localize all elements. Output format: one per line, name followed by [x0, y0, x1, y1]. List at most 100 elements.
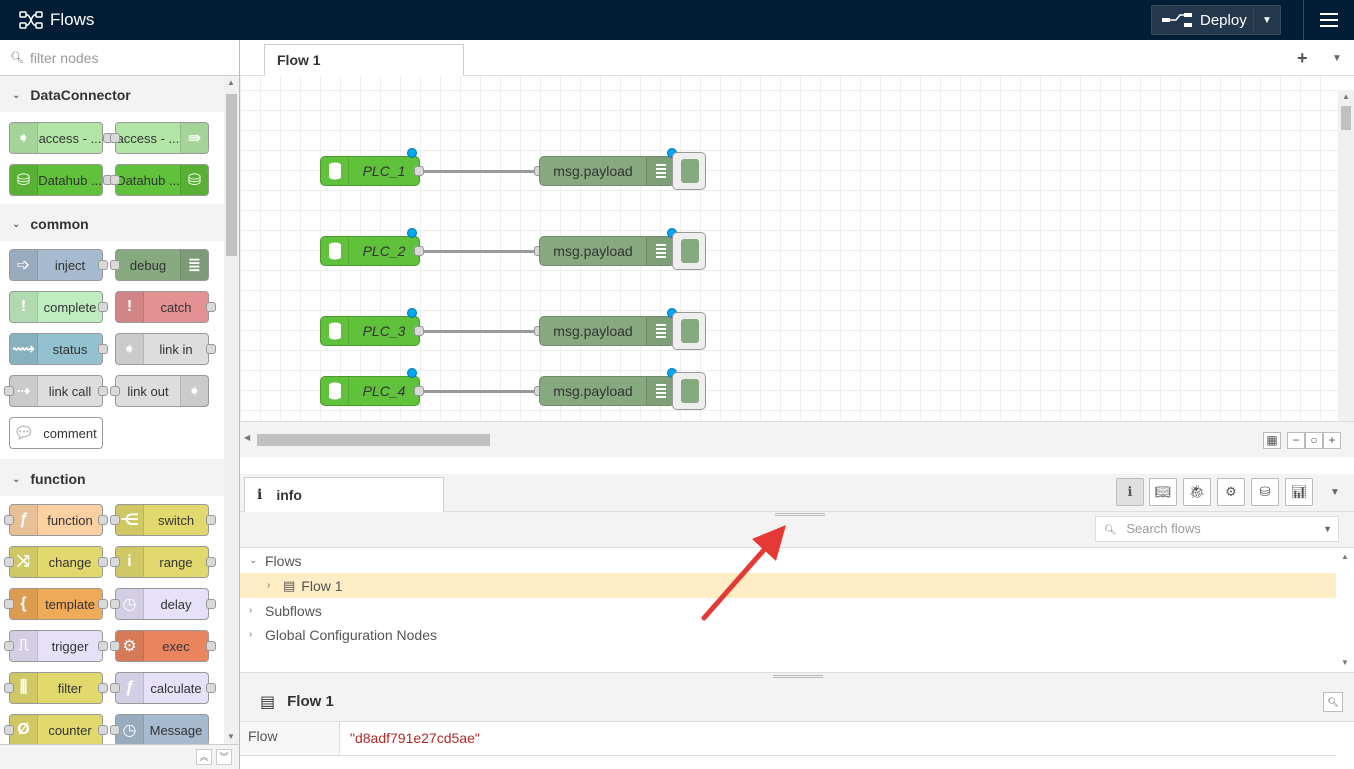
scroll-up-icon[interactable]: ▲ [227, 78, 235, 87]
palette-filter-input[interactable]: 🔍︎ filter nodes [0, 40, 239, 76]
palette-node-message[interactable]: ◷ Message [115, 714, 209, 746]
wire[interactable] [420, 250, 540, 253]
flow-node-debug-3[interactable]: msg.payload [539, 316, 675, 346]
canvas-hscroll-thumb[interactable] [257, 434, 490, 446]
flow-node-plc-4[interactable]: PLC_4 [320, 376, 420, 406]
deploy-button[interactable]: Deploy ▼ [1151, 5, 1281, 35]
output-port[interactable] [414, 166, 424, 176]
tree-item-flow-1[interactable]: › ▤ Flow 1 [240, 573, 1336, 598]
debug-toggle-button[interactable] [672, 152, 706, 190]
scroll-down-icon[interactable]: ▼ [227, 732, 235, 741]
scroll-up-icon[interactable]: ▲ [1342, 92, 1350, 101]
range-icon: i [116, 547, 144, 577]
palette-node-link-call[interactable]: ⇢ link call [9, 375, 103, 407]
chevron-down-icon: ⌄ [12, 89, 21, 101]
flow-node-plc-2[interactable]: PLC_2 [320, 236, 420, 266]
deploy-caret-icon[interactable]: ▼ [1262, 14, 1272, 26]
properties-row: Flow "d8adf791e27cd5ae" [240, 722, 1336, 756]
tabs-menu-caret-icon[interactable]: ▼ [1332, 53, 1342, 64]
palette-node-status[interactable]: ⟿ status [9, 333, 103, 365]
function-icon: ƒ [10, 505, 38, 535]
palette-node-complete[interactable]: ! complete [9, 291, 103, 323]
palette-node-access-out[interactable]: access - ... ⇛ [115, 122, 209, 154]
tree-scrollbar[interactable]: ▲ ▼ [1336, 548, 1354, 672]
flow-node-debug-1[interactable]: msg.payload [539, 156, 675, 186]
gear-icon[interactable]: ⚙ [1217, 478, 1245, 506]
exclamation-icon: ! [10, 292, 38, 322]
palette-node-filter[interactable]: ⫼ filter [9, 672, 103, 704]
map-icon[interactable]: ▦ [1263, 432, 1281, 449]
flow-node-plc-3[interactable]: PLC_3 [320, 316, 420, 346]
palette-node-change[interactable]: ⤨ change [9, 546, 103, 578]
bar-chart-icon[interactable]: 📊︎ [1285, 478, 1313, 506]
scroll-left-icon[interactable]: ◀ [244, 433, 251, 442]
chevron-down-icon: ⌄ [249, 555, 258, 566]
wire[interactable] [420, 390, 540, 393]
palette-category-function[interactable]: ⌄ function [0, 462, 224, 496]
palette-node-template[interactable]: { template [9, 588, 103, 620]
palette-node-function[interactable]: ƒ function [9, 504, 103, 536]
flow-node-debug-2[interactable]: msg.payload [539, 236, 675, 266]
wire[interactable] [420, 330, 540, 333]
bug-icon[interactable]: 🐞︎ [1183, 478, 1211, 506]
chevron-down-icon[interactable]: ▼ [1323, 524, 1332, 534]
palette-node-catch[interactable]: ! catch [115, 291, 209, 323]
annotation-arrow-icon [701, 525, 786, 621]
palette-node-trigger[interactable]: ⎍ trigger [9, 630, 103, 662]
expand-all-icon[interactable]: ︾ [216, 749, 232, 765]
output-port[interactable] [414, 386, 424, 396]
zoom-in-icon[interactable]: + [1323, 432, 1341, 449]
palette-node-switch[interactable]: ⋲ switch [115, 504, 209, 536]
tree-item-global-config[interactable]: › Global Configuration Nodes [249, 626, 437, 643]
canvas-vscroll-thumb[interactable] [1341, 106, 1351, 130]
zoom-out-icon[interactable]: − [1287, 432, 1305, 449]
output-port[interactable] [414, 246, 424, 256]
palette-node-range[interactable]: i range [115, 546, 209, 578]
collapse-all-icon[interactable]: ︽ [196, 749, 212, 765]
palette-node-counter[interactable]: Ø counter [9, 714, 103, 746]
palette-node-debug[interactable]: debug ≣ [115, 249, 209, 281]
flow-node-debug-4[interactable]: msg.payload [539, 376, 675, 406]
search-flows-input[interactable]: 🔍︎ Search flows ▼ [1095, 516, 1339, 542]
search-icon[interactable]: 🔍︎ [1323, 692, 1343, 712]
palette-category-common[interactable]: ⌄ common [0, 207, 224, 241]
debug-toggle-button[interactable] [672, 372, 706, 410]
palette-node-datahub-in[interactable]: ⛁ Datahub ... [9, 164, 103, 196]
palette-node-access-in[interactable]: ➧ access - ... [9, 122, 103, 154]
palette-node-link-in[interactable]: ➧ link in [115, 333, 209, 365]
output-port[interactable] [414, 326, 424, 336]
database-icon[interactable]: ⛁ [1251, 478, 1279, 506]
palette-node-exec[interactable]: ⚙ exec [115, 630, 209, 662]
palette-scroll-thumb[interactable] [226, 94, 237, 256]
tab-flow-1[interactable]: Flow 1 [264, 44, 464, 76]
scroll-down-icon[interactable]: ▼ [1341, 658, 1349, 667]
wire[interactable] [420, 170, 540, 173]
main-menu-button[interactable] [1303, 0, 1354, 40]
flow-canvas[interactable]: PLC_1 msg.payload PLC_2 msg.payload PLC_… [240, 76, 1338, 421]
palette-node-calculate[interactable]: ƒ calculate [115, 672, 209, 704]
add-flow-icon[interactable]: + [1297, 48, 1308, 68]
palette-node-link-out[interactable]: link out ➧ [115, 375, 209, 407]
tree-item-subflows[interactable]: › Subflows [249, 602, 322, 619]
palette-scrollbar[interactable]: ▲ ▼ [224, 76, 239, 744]
tree-item-flows[interactable]: ⌄ Flows [249, 552, 302, 569]
trigger-icon: ⎍ [10, 631, 38, 661]
debug-toggle-button[interactable] [672, 312, 706, 350]
book-icon[interactable]: 📖︎ [1149, 478, 1177, 506]
scroll-up-icon[interactable]: ▲ [1341, 552, 1349, 561]
canvas-vertical-scrollbar[interactable]: ▲ [1338, 90, 1354, 421]
flow-node-plc-1[interactable]: PLC_1 [320, 156, 420, 186]
info-tab-icon[interactable]: ℹ [1116, 478, 1144, 506]
palette-category-dataconnector[interactable]: ⌄ DataConnector [0, 78, 224, 112]
palette-node-delay[interactable]: ◷ delay [115, 588, 209, 620]
sidebar-menu-caret-icon[interactable]: ▼ [1330, 487, 1340, 498]
debug-toggle-button[interactable] [672, 232, 706, 270]
palette-node-datahub-out[interactable]: Datahub ... ⛁ [115, 164, 209, 196]
link-out-icon: ➧ [180, 376, 208, 406]
palette-node-comment[interactable]: 💬︎ comment [9, 417, 103, 449]
tab-info[interactable]: i info [244, 477, 444, 512]
palette-node-inject[interactable]: ➩ inject [9, 249, 103, 281]
zoom-reset-icon[interactable]: ○ [1305, 432, 1323, 449]
tree-resize-bar[interactable] [240, 672, 1354, 682]
resize-grip[interactable] [775, 513, 825, 516]
